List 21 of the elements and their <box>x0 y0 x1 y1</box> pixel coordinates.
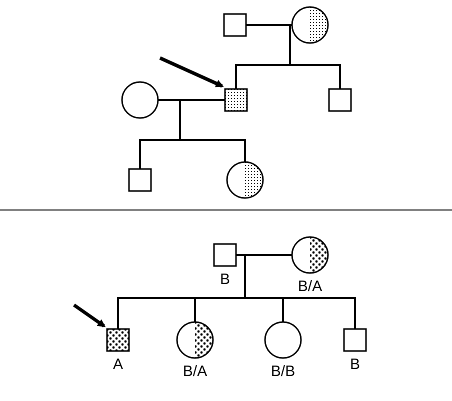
pedigree-line <box>159 99 224 101</box>
pedigree-line <box>237 254 291 256</box>
female-circle <box>121 81 159 119</box>
female-circle <box>226 161 264 199</box>
genotype-label: B <box>350 356 360 373</box>
female-circle <box>291 6 329 44</box>
genotype-label: B/A <box>182 363 208 380</box>
pedigree-line <box>235 24 341 89</box>
arrow <box>73 304 106 328</box>
genotype-label: B/A <box>298 278 322 295</box>
pedigree-line <box>117 254 356 329</box>
male-square <box>128 168 152 192</box>
male-square <box>224 88 248 112</box>
genotype-label: A <box>113 356 123 373</box>
pedigree-line <box>139 99 246 169</box>
genotype-label: B <box>220 271 230 288</box>
arrow <box>159 56 224 88</box>
genotype-label: B/B <box>270 363 296 380</box>
male-square <box>223 13 247 37</box>
male-square <box>328 88 352 112</box>
pedigree-line <box>247 24 291 26</box>
